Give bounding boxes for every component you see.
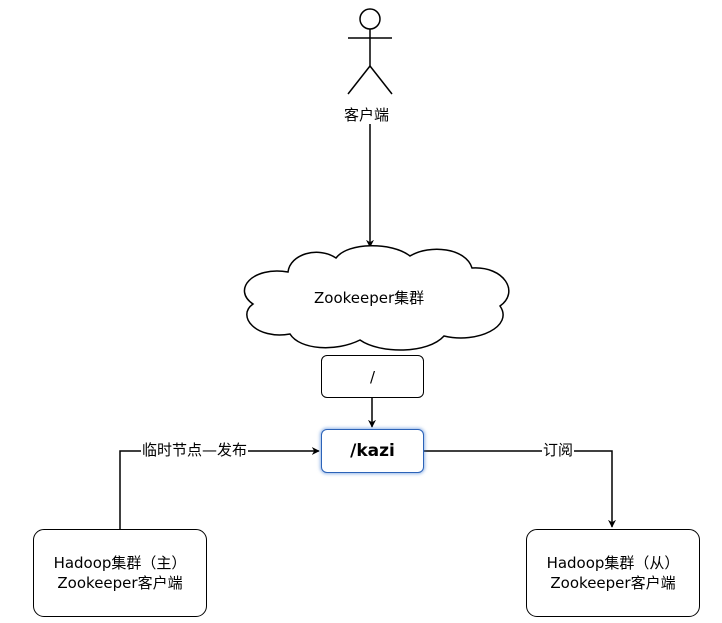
cluster-cloud [243,245,510,351]
slave-cluster-title: Hadoop集群（从） [546,554,680,572]
master-cluster-title: Hadoop集群（主） [53,554,187,572]
root-node: / [321,355,424,398]
root-node-label: / [369,367,376,386]
publish-edge [119,447,320,529]
master-cluster-subtitle: Zookeeper客户端 [57,574,183,592]
actor-figure [347,8,393,95]
publish-edge-label: 临时节点—发布 [141,441,249,459]
actor-label: 客户端 [343,106,391,124]
subscribe-edge [424,450,616,528]
slave-cluster-subtitle: Zookeeper客户端 [550,574,676,592]
slave-cluster-box: Hadoop集群（从） Zookeeper客户端 [526,529,700,617]
actor-head [359,8,381,30]
subscribe-edge-label: 订阅 [542,441,575,459]
kazi-node-label: /kazi [350,441,395,461]
master-cluster-box: Hadoop集群（主） Zookeeper客户端 [33,529,207,617]
actor-left-leg [347,65,371,95]
actor-right-leg [369,65,393,95]
kazi-node: /kazi [321,429,424,473]
cluster-label: Zookeeper集群 [314,289,425,307]
